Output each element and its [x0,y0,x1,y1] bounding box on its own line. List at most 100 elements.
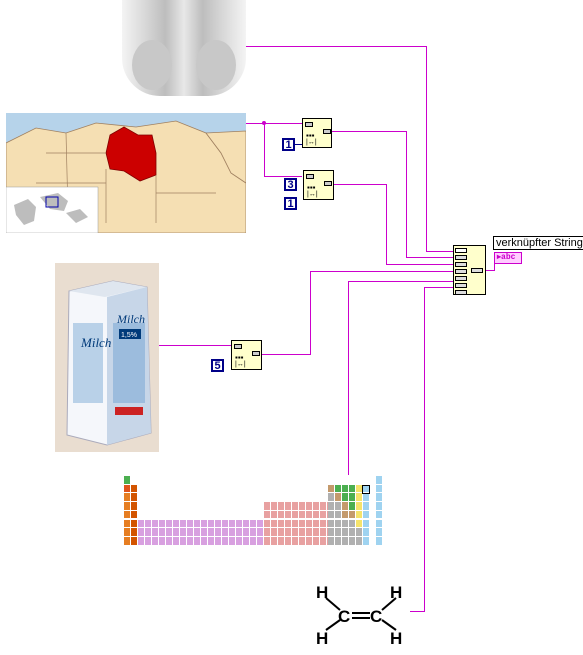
periodic-element-cell [349,536,357,546]
periodic-element-cell [356,493,364,503]
periodic-element-cell [363,493,371,503]
periodic-element-cell [306,502,313,511]
periodic-element-cell [257,528,264,537]
wire-concat-out [486,270,494,271]
periodic-element-cell [187,519,194,529]
periodic-element-cell [124,528,131,537]
periodic-element-cell [376,484,383,494]
wire-subset2-v [386,184,387,264]
periodic-element-cell [131,484,138,494]
periodic-element-cell [194,536,201,546]
periodic-element-cell [299,502,306,511]
concat-input-port [455,290,467,295]
concatenate-strings-node[interactable] [453,245,486,295]
constant-length-3[interactable]: 5 [211,359,224,372]
periodic-element-cell [180,519,187,529]
periodic-element-cell [124,484,131,494]
periodic-element-cell [320,528,327,537]
periodic-element-cell [208,528,215,537]
periodic-element-cell [335,528,343,537]
svg-text:H: H [390,583,402,602]
periodic-element-cell [356,536,364,546]
periodic-element-cell [271,502,278,511]
periodic-element-cell [257,519,264,529]
periodic-element-cell [131,493,138,503]
string-subset-node-3[interactable]: ▪▪▪ |↔| [231,340,262,370]
periodic-element-cell [292,502,299,511]
wire-subset3-out [262,354,310,355]
string-indicator[interactable]: ▸abc [494,252,522,264]
periodic-element-cell [173,536,180,546]
periodic-element-cell [335,484,343,494]
indicator-type-tag: abc [501,253,516,262]
periodic-element-cell [320,510,327,520]
periodic-element-cell [166,528,173,537]
periodic-element-cell [306,510,313,520]
wire-milk [159,345,231,346]
periodic-element-cell [285,502,292,511]
periodic-element-cell [363,536,371,546]
periodic-element-cell [152,519,159,529]
periodic-element-cell [313,528,320,537]
wire-molecule-v [424,287,425,612]
periodic-element-cell [342,493,350,503]
wire-subset2-out [334,184,386,185]
periodic-element-cell [335,510,343,520]
periodic-element-cell [376,493,383,503]
subset-glyph: ▪▪▪ [307,183,316,192]
concat-input-port [455,248,467,253]
wire-molecule-h2 [424,287,454,288]
periodic-element-cell [173,528,180,537]
periodic-element-cell [229,536,236,546]
periodic-element-cell [271,510,278,520]
periodic-element-cell [328,510,336,520]
periodic-element-cell [328,519,336,529]
periodic-element-cell [342,484,350,494]
wire-photo [246,46,426,47]
wire-subset1-out [332,131,406,132]
svg-text:C: C [338,607,350,626]
string-subset-node-2[interactable]: ▪▪▪ |↔| [303,170,334,200]
periodic-element-cell [320,536,327,546]
periodic-element-cell [201,519,208,529]
subset-glyph: ▪▪▪ [306,131,315,140]
periodic-element-cell [363,502,371,511]
subset-length-glyph: |↔| [307,191,318,198]
periodic-element-cell [229,528,236,537]
periodic-element-cell [187,528,194,537]
constant-length-2[interactable]: 1 [284,197,297,210]
periodic-element-cell [124,536,131,546]
periodic-element-cell [356,519,364,529]
constant-offset-2[interactable]: 3 [284,178,297,191]
periodic-element-cell [131,536,138,546]
periodic-element-cell [335,502,343,511]
concat-input-port [455,262,467,267]
periodic-element-cell [376,476,383,485]
periodic-element-cell [306,519,313,529]
periodic-element-cell [313,502,320,511]
periodic-element-cell [180,528,187,537]
periodic-element-cell [356,502,364,511]
periodic-element-cell [222,519,229,529]
periodic-element-cell [159,536,166,546]
svg-text:Milch: Milch [116,312,145,326]
periodic-element-cell [349,528,357,537]
periodic-element-cell [335,519,343,529]
wire-ptable-h [348,281,454,282]
subset-length-glyph: |↔| [306,139,317,146]
periodic-element-cell [328,528,336,537]
constant-offset-1[interactable]: 1 [282,138,295,151]
periodic-element-cell [376,519,383,529]
periodic-element-cell [236,519,243,529]
periodic-element-cell [208,536,215,546]
periodic-element-cell [278,536,285,546]
concat-input-port [455,276,467,281]
wire-photo-h2 [426,251,454,252]
string-subset-node-1[interactable]: ▪▪▪ |↔| [302,118,332,148]
periodic-element-cell [292,536,299,546]
ethylene-structure: H H H H C C [310,578,410,650]
periodic-element-cell [271,528,278,537]
periodic-element-cell [257,536,264,546]
periodic-element-cell [236,528,243,537]
periodic-element-cell [138,519,145,529]
